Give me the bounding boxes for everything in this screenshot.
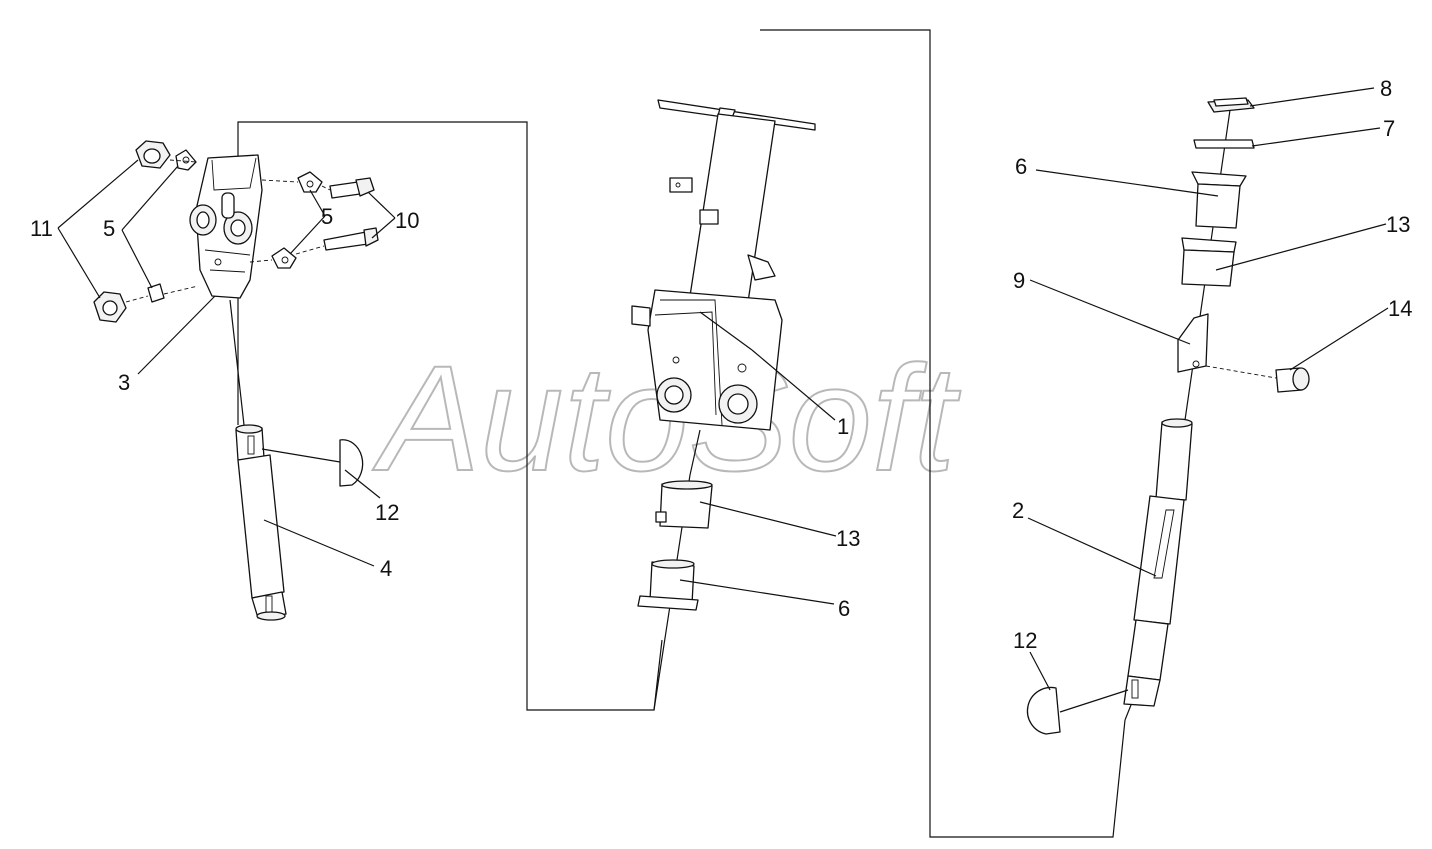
bushing-part-6-middle xyxy=(637,559,699,611)
label-3: 3 xyxy=(118,370,130,395)
label-10: 10 xyxy=(395,208,419,233)
label-5-left: 5 xyxy=(103,216,115,241)
label-12-right: 12 xyxy=(1013,628,1037,653)
label-6-right: 6 xyxy=(1015,154,1027,179)
column-housing-part-1 xyxy=(631,99,816,431)
label-13-middle: 13 xyxy=(836,526,860,551)
universal-joint-part-3 xyxy=(189,154,263,299)
label-8: 8 xyxy=(1380,76,1392,101)
label-14: 14 xyxy=(1388,296,1412,321)
part-number-labels: 11 5 5 10 3 12 4 1 13 6 8 7 6 13 9 14 2 … xyxy=(30,76,1412,653)
splined-shaft-part-4 xyxy=(235,424,287,621)
label-1: 1 xyxy=(837,414,849,439)
washer-part-5-lower-left xyxy=(147,283,165,303)
cap-part-8 xyxy=(1207,97,1255,113)
bolt-part-10-upper xyxy=(329,177,375,199)
shaft-part-2 xyxy=(1123,418,1193,707)
woodruff-key-part-12-right xyxy=(1026,686,1061,735)
washer-part-5-lower-right xyxy=(271,247,297,269)
label-12-left: 12 xyxy=(375,500,399,525)
pin-part-14 xyxy=(1275,367,1310,393)
plate-part-7 xyxy=(1193,139,1255,149)
woodruff-key-part-12-left xyxy=(339,439,364,487)
nut-part-11-upper xyxy=(135,140,171,169)
label-11: 11 xyxy=(30,216,53,241)
bushing-part-13-right xyxy=(1181,237,1237,287)
label-7: 7 xyxy=(1383,116,1395,141)
leader-lines xyxy=(57,87,1389,713)
nut-part-11-lower xyxy=(93,291,127,323)
connection-dashes-left xyxy=(125,159,331,303)
bolt-part-10-lower xyxy=(323,227,379,251)
washer-part-5-upper-left xyxy=(175,149,197,171)
label-9: 9 xyxy=(1013,268,1025,293)
label-6-middle: 6 xyxy=(838,596,850,621)
washer-part-5-upper-right xyxy=(297,171,323,193)
pin-connection-dash xyxy=(1205,365,1277,379)
bushing-part-13-middle xyxy=(655,480,713,529)
bushing-part-6-right xyxy=(1191,171,1247,229)
label-5-right: 5 xyxy=(321,204,333,229)
label-2: 2 xyxy=(1012,498,1024,523)
lever-part-9 xyxy=(1177,313,1209,373)
label-13-right: 13 xyxy=(1386,212,1410,237)
label-4: 4 xyxy=(380,556,392,581)
